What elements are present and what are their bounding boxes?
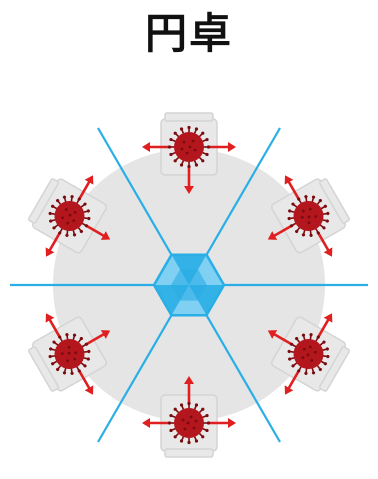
- seats-layer: [45, 125, 333, 445]
- arrow-icon: [45, 313, 61, 338]
- arrow-icon: [267, 224, 292, 240]
- seat: [142, 376, 236, 445]
- seat: [45, 175, 111, 257]
- seat: [267, 175, 333, 257]
- seat: [267, 313, 333, 395]
- arrow-icon: [317, 232, 333, 257]
- virus-icon: [287, 195, 330, 237]
- virus-icon: [48, 195, 91, 237]
- arrow-icon: [45, 232, 61, 257]
- arrow-icon: [86, 330, 111, 346]
- seat: [142, 125, 236, 194]
- arrow-icon: [284, 175, 300, 200]
- virus-icon: [167, 125, 211, 169]
- virus-icon: [48, 333, 91, 375]
- seat: [45, 313, 111, 395]
- arrow-icon: [267, 330, 292, 346]
- arrow-icon: [284, 370, 300, 395]
- virus-icon: [287, 333, 330, 375]
- hub-inner-hexagon: [171, 269, 207, 301]
- arrow-icon: [78, 370, 94, 395]
- virus-icon: [167, 401, 211, 445]
- arrow-icon: [86, 224, 111, 240]
- arrow-icon: [78, 175, 94, 200]
- arrow-icon: [317, 313, 333, 338]
- page-title: 円卓: [144, 9, 233, 58]
- center-hub: [152, 253, 226, 317]
